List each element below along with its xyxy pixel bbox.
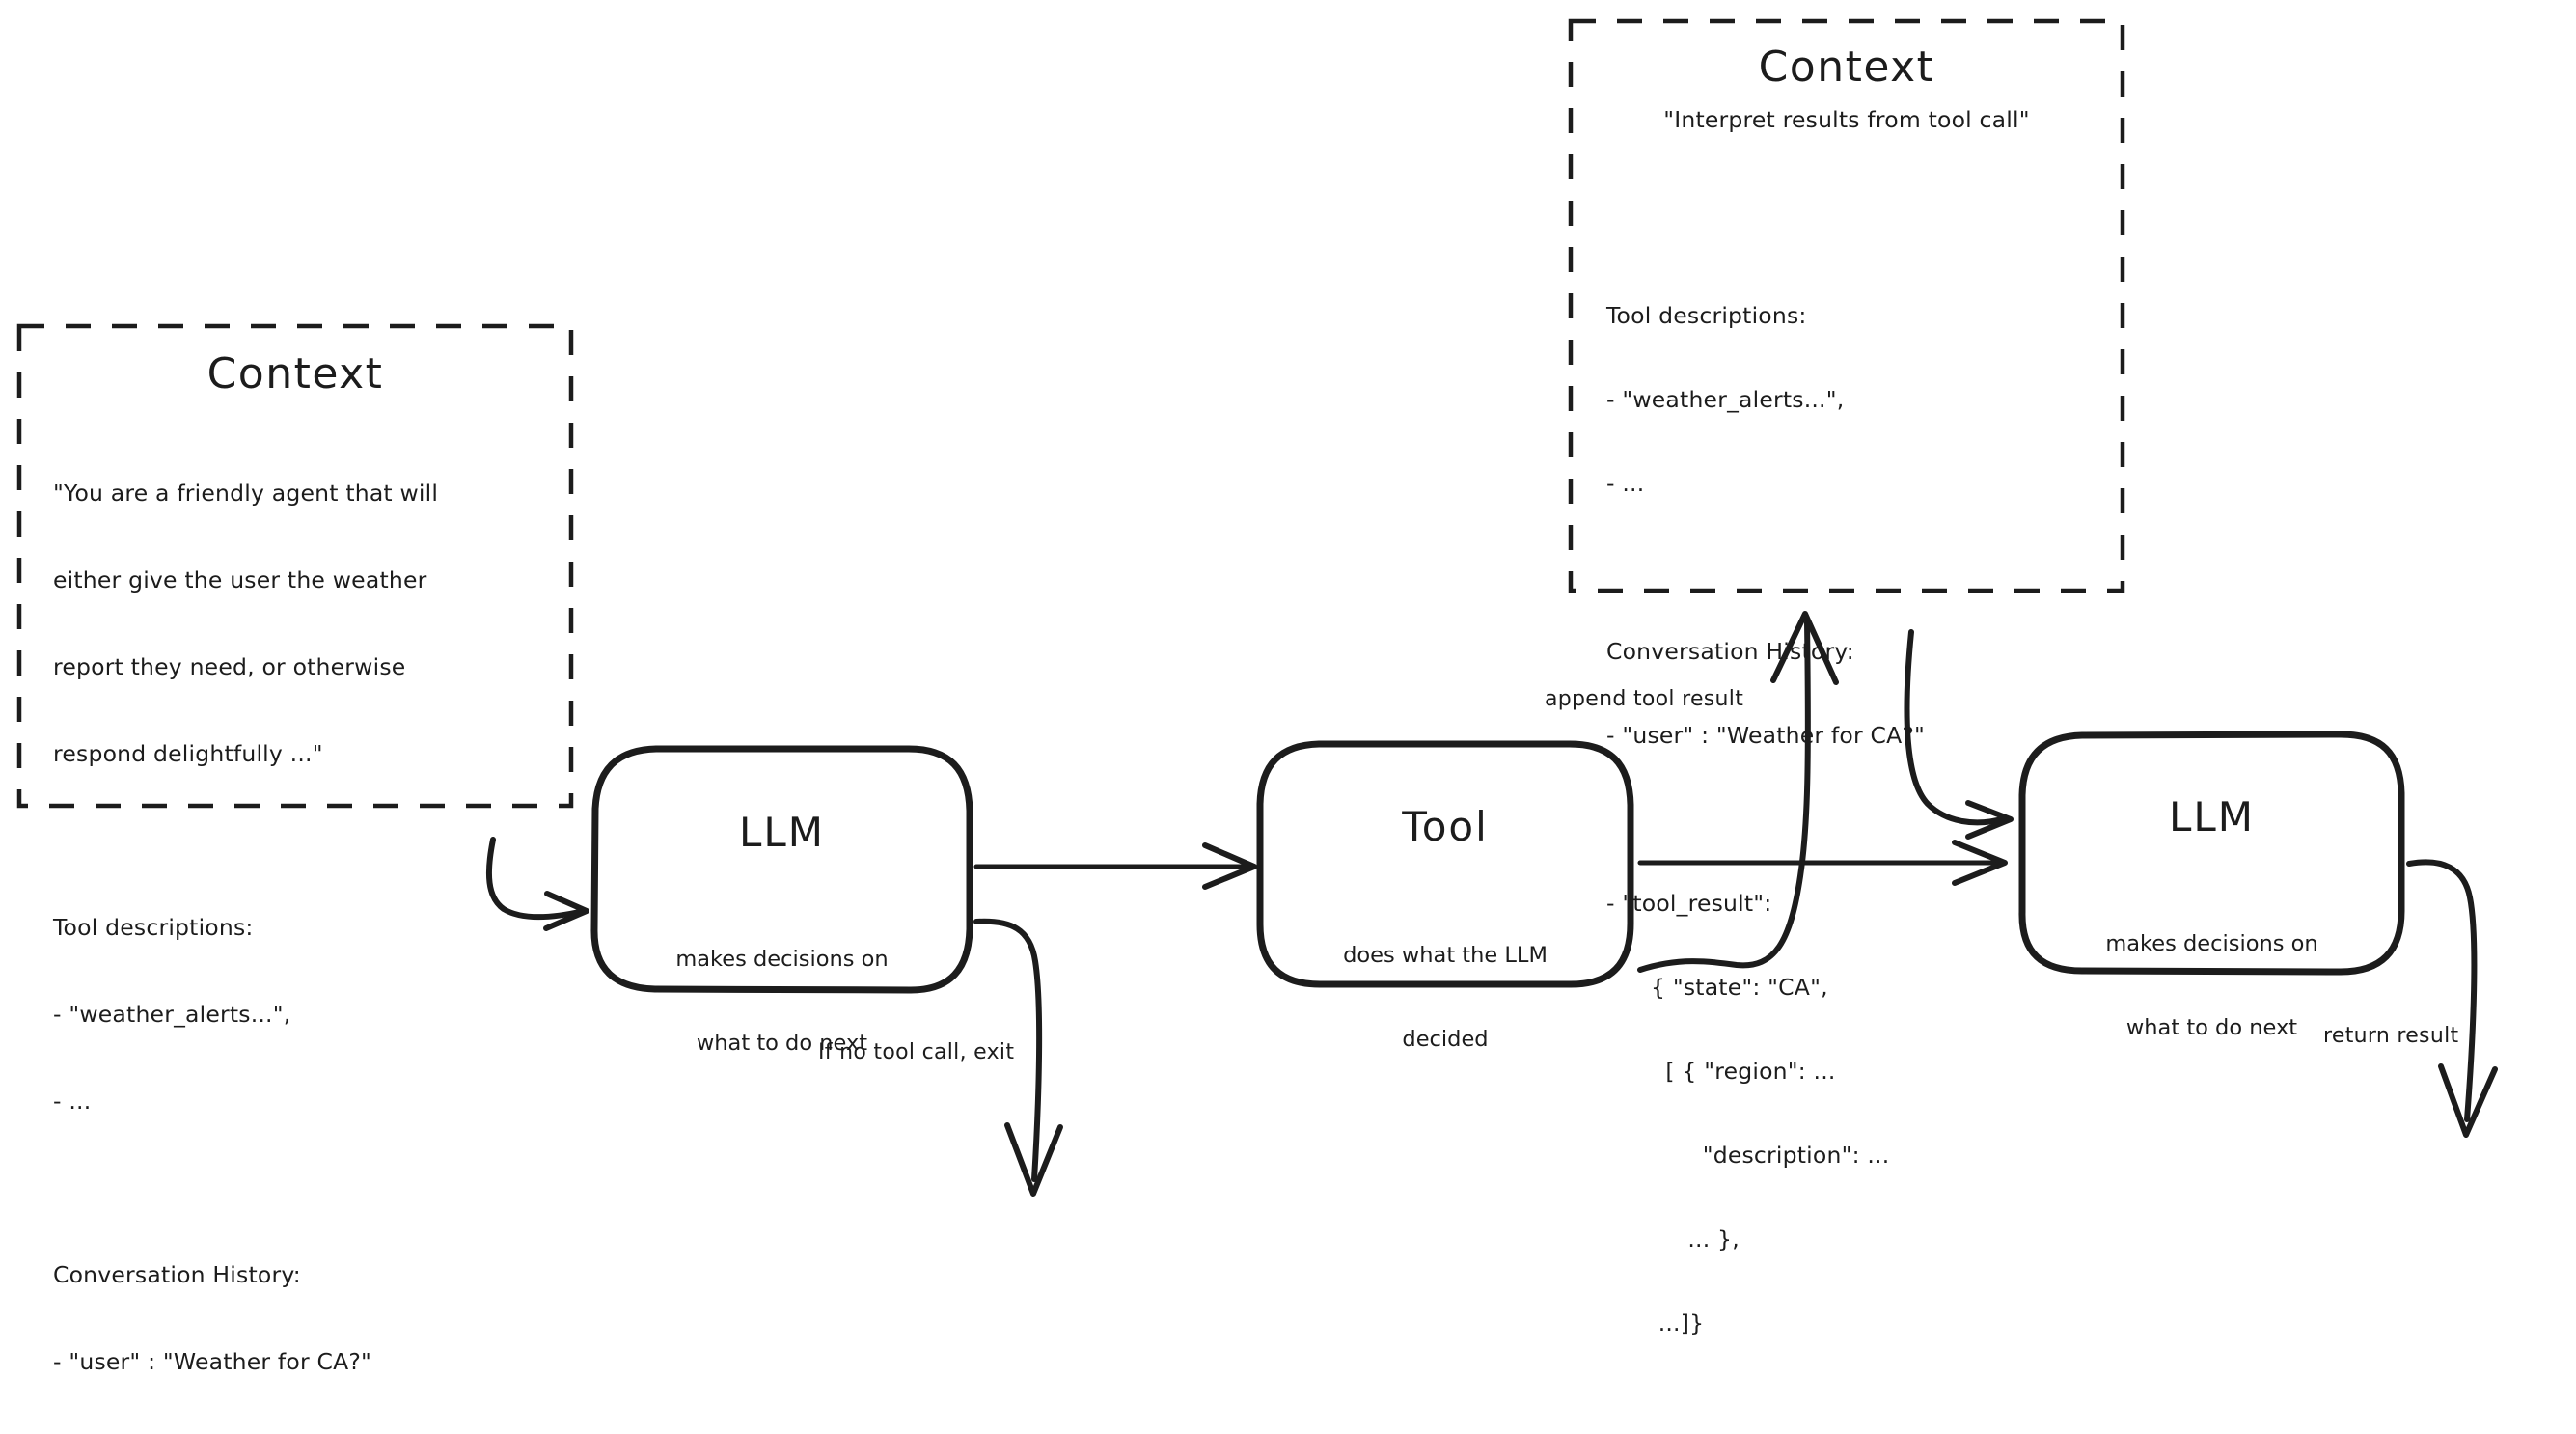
context-left-line-7: - "weather_alerts...", xyxy=(53,1001,291,1028)
edge-llm-first-exit xyxy=(973,918,1063,1197)
context-right-line-10: - "tool_result": xyxy=(1606,890,1772,917)
context-left-title: Context xyxy=(206,349,384,399)
llm-second-subtitle-line2: what to do next xyxy=(2125,1015,2298,1040)
edge-llm-first-to-tool xyxy=(973,842,1257,890)
context-left-line-3: report they need, or otherwise xyxy=(53,653,406,680)
tool-title: Tool xyxy=(1402,803,1489,850)
llm-first-subtitle: makes decisions on what to do next xyxy=(594,890,970,1114)
llm-second-title: LLM xyxy=(2168,793,2256,841)
context-right-line-3: Tool descriptions: xyxy=(1606,302,1807,329)
context-left-line-11: - "user" : "Weather for CA?" xyxy=(53,1348,372,1375)
llm-second-subtitle-line1: makes decisions on xyxy=(2105,931,2318,956)
context-box-left-border xyxy=(16,323,574,809)
context-right-line-12: [ { "region": ... xyxy=(1606,1058,1836,1085)
context-right-spacer-1 xyxy=(1606,218,2118,246)
edge-tool-to-context-right xyxy=(1637,611,1839,973)
context-right-prompt: "Interpret results from tool call" xyxy=(1663,106,2030,133)
llm-second-subtitle: makes decisions on what to do next xyxy=(2022,874,2401,1098)
context-left-line-6: Tool descriptions: xyxy=(53,914,254,941)
edge-context-to-llm-first xyxy=(485,837,589,931)
context-left-line-10: Conversation History: xyxy=(53,1261,301,1288)
context-left-spacer-1 xyxy=(53,826,555,855)
llm-second-box-border xyxy=(2018,731,2405,976)
context-left-line-1: "You are a friendly agent that will xyxy=(53,480,439,507)
context-right-line-8: - "user" : "Weather for CA?" xyxy=(1606,722,1926,749)
llm-first-subtitle-line2: what to do next xyxy=(696,1031,868,1056)
context-left-line-8: - ... xyxy=(53,1088,92,1115)
tool-subtitle-line1: does what the LLM xyxy=(1343,943,1548,968)
diagram-svg xyxy=(16,18,2498,1197)
context-box-right-border xyxy=(1568,18,2125,593)
context-right-line-15: ...]} xyxy=(1606,1310,1705,1337)
tool-subtitle: does what the LLM decided xyxy=(1260,886,1631,1110)
edge-label-return-result: return result xyxy=(2323,1024,2459,1048)
edge-label-append-tool-result: append tool result xyxy=(1545,687,1744,711)
edge-context-right-to-llm-second xyxy=(1904,629,2014,840)
context-right-line-5: - ... xyxy=(1606,470,1645,497)
context-right-line-11: { "state": "CA", xyxy=(1606,974,1828,1001)
context-right-line-7: Conversation History: xyxy=(1606,638,1854,665)
context-left-line-2: either give the user the weather xyxy=(53,566,427,593)
edge-llm-second-return xyxy=(2406,859,2498,1138)
context-left-line-4: respond delightfully ..." xyxy=(53,740,323,767)
context-right-title: Context xyxy=(1758,42,1935,92)
context-right-line-14: ... }, xyxy=(1606,1226,1740,1253)
tool-subtitle-line2: decided xyxy=(1402,1027,1489,1052)
context-right-line-13: "description": ... xyxy=(1606,1142,1890,1169)
context-right-spacer-2 xyxy=(1606,554,2118,582)
tool-box-border xyxy=(1256,740,1634,988)
context-right-body: Tool descriptions: - "weather_alerts..."… xyxy=(1606,162,2118,1393)
edge-label-if-no-tool-call-exit: If no tool call, exit xyxy=(818,1040,1015,1064)
context-left-spacer-2 xyxy=(53,1173,555,1202)
diagram-canvas: Context "You are a friendly agent that w… xyxy=(16,18,2498,1375)
edge-tool-to-llm-second xyxy=(1637,840,2008,886)
llm-first-title: LLM xyxy=(738,809,826,856)
llm-first-subtitle-line1: makes decisions on xyxy=(675,947,889,972)
llm-first-box-border xyxy=(590,745,973,994)
context-left-body: "You are a friendly agent that will eith… xyxy=(53,421,555,1434)
context-right-line-4: - "weather_alerts...", xyxy=(1606,386,1845,413)
